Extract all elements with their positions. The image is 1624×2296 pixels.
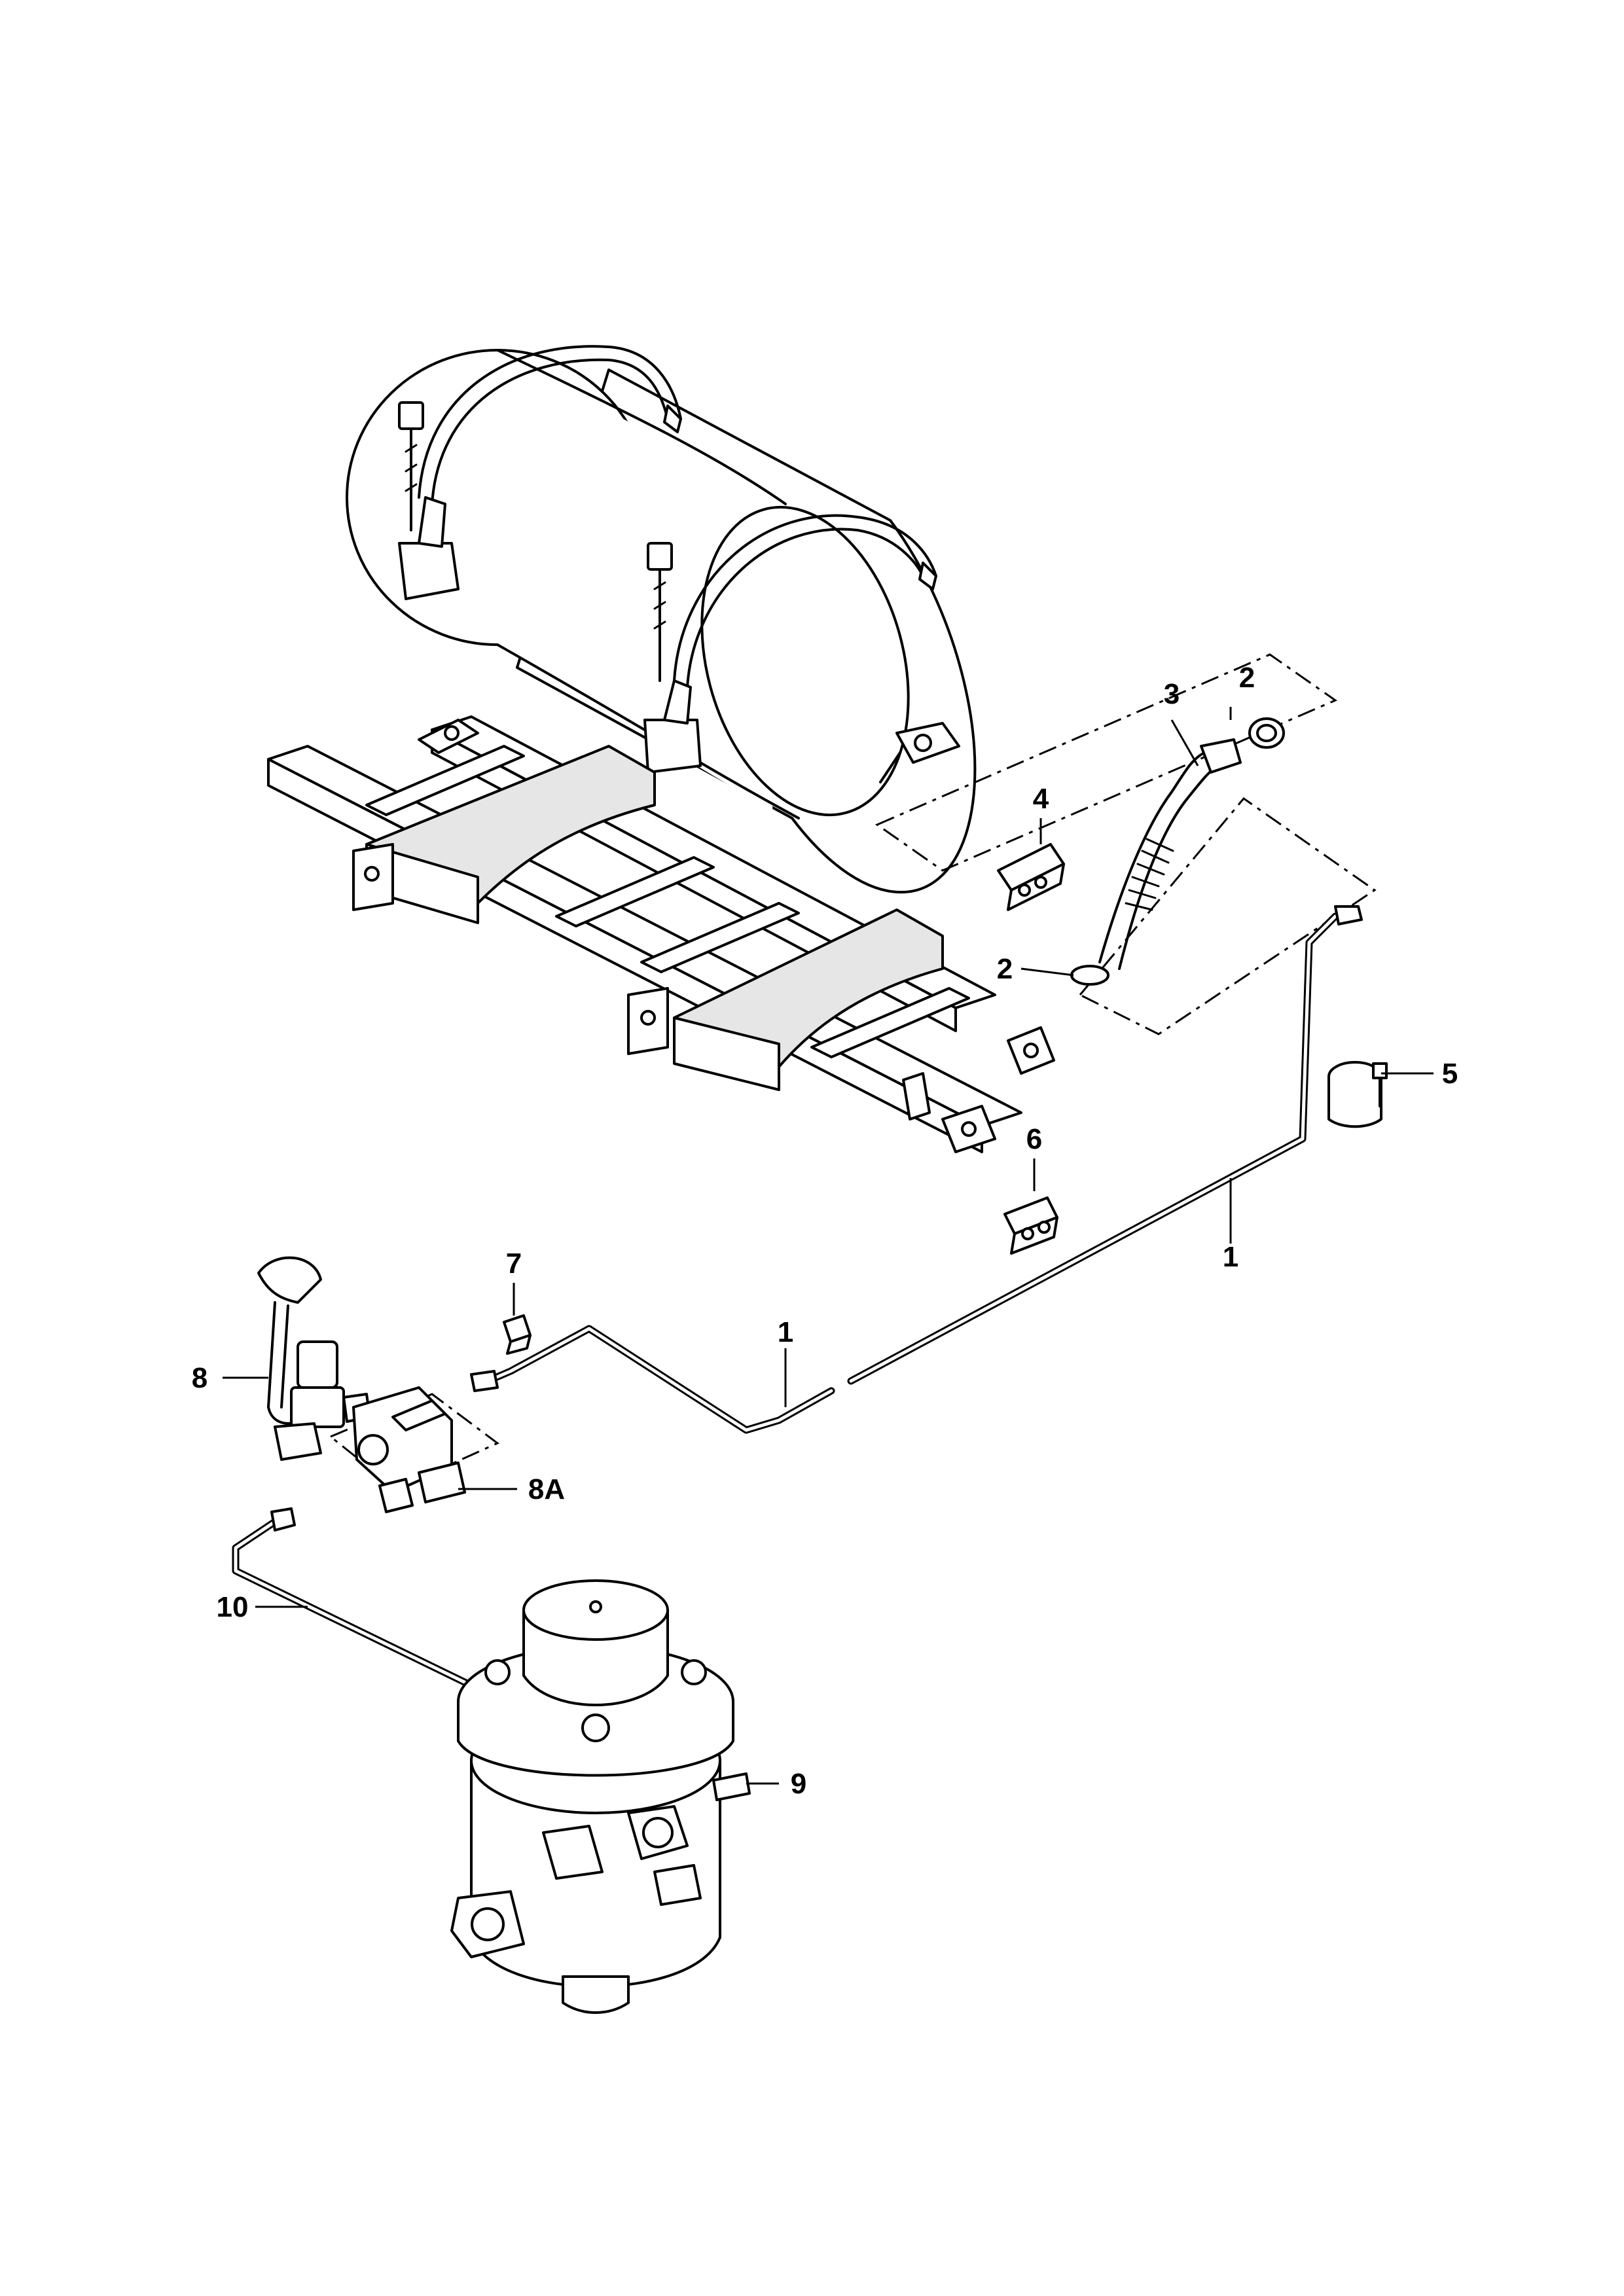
clip-7 (503, 1314, 532, 1355)
clip-6 (1003, 1196, 1058, 1255)
callout-labels: 2 3 4 2 5 6 1 7 1 8 8A 9 10 (192, 662, 1458, 1800)
callout-10: 10 (217, 1591, 249, 1623)
air-tank (346, 345, 977, 894)
clip-4 (997, 843, 1065, 911)
callout-7: 7 (506, 1247, 522, 1280)
pipe-1 (470, 905, 1363, 1434)
callout-2-upper: 2 (1239, 662, 1255, 694)
callout-1-middle: 1 (778, 1316, 793, 1348)
callout-6: 6 (1026, 1123, 1042, 1155)
brake-valve-9 (450, 1579, 751, 2014)
coupling-head-8 (257, 1256, 371, 1461)
callout-3: 3 (1164, 678, 1180, 710)
callout-8: 8 (192, 1362, 208, 1394)
callout-9: 9 (791, 1768, 806, 1800)
tank-support-frame (267, 715, 1055, 1153)
callout-4: 4 (1033, 783, 1049, 815)
hose-assembly (875, 653, 1377, 1035)
leader-lines (223, 707, 1434, 1785)
callout-8A: 8A (528, 1473, 565, 1505)
pipe-10 (232, 1507, 482, 1693)
callout-5: 5 (1442, 1058, 1458, 1090)
valve-8A (329, 1386, 499, 1513)
callout-1-right: 1 (1223, 1241, 1238, 1273)
clamp-5 (1327, 1061, 1388, 1128)
callout-2-lower: 2 (997, 953, 1013, 985)
